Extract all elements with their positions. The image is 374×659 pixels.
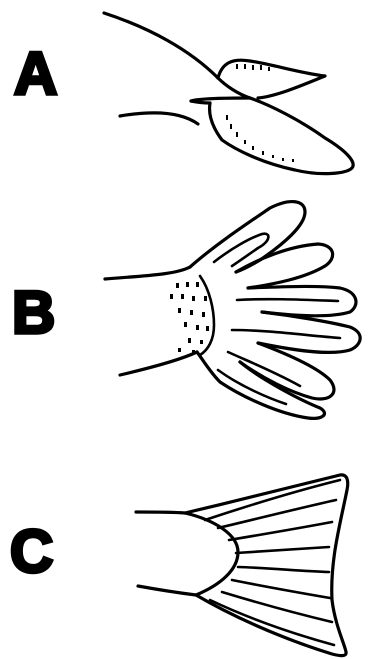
- tail-a-drawing: [104, 13, 353, 174]
- tail-b-dot-marks: [170, 282, 209, 354]
- tail-b-drawing: [105, 202, 360, 419]
- tail-c-drawing: [136, 475, 348, 656]
